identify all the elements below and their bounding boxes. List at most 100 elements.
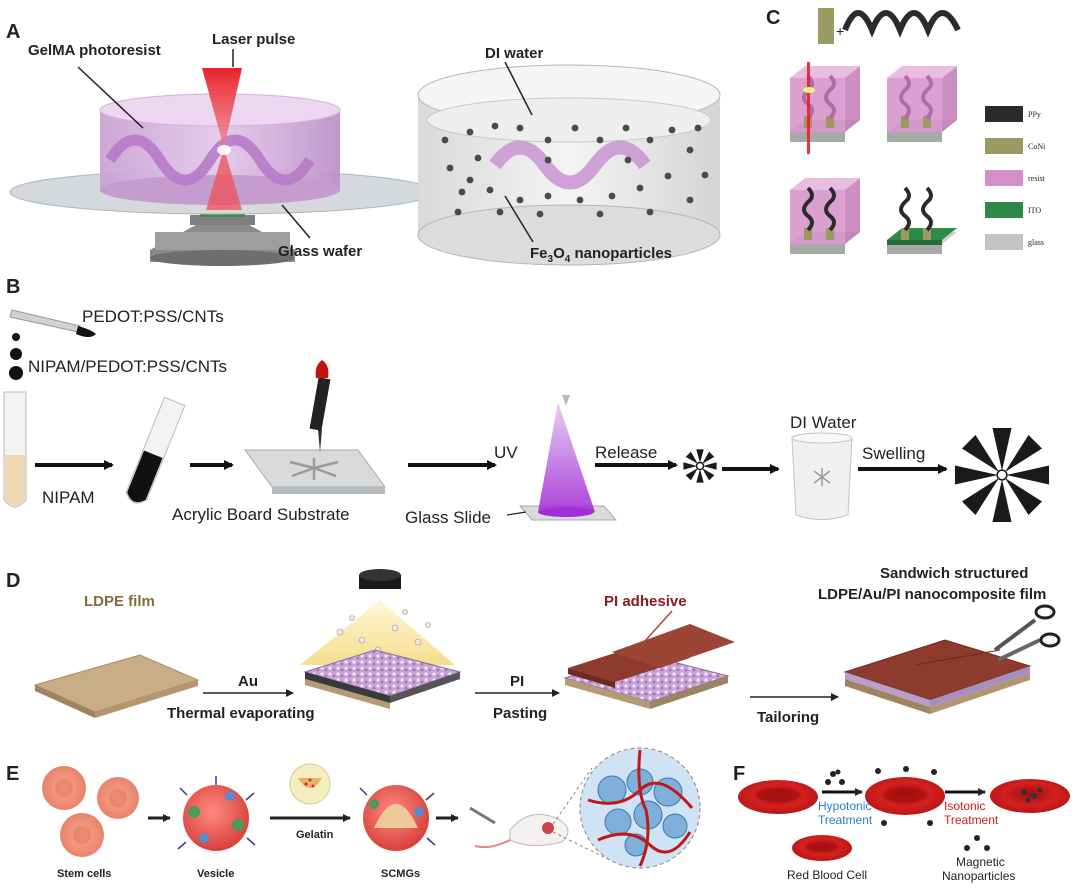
gripper-arm	[1006, 465, 1050, 485]
label-di-water-b: DI Water	[790, 413, 857, 432]
big-gripper	[954, 427, 1050, 523]
fe3o4-particle	[516, 124, 524, 132]
fe3o4-particle	[608, 192, 616, 200]
label-uv: UV	[494, 443, 518, 462]
legend-swatch	[985, 202, 1023, 218]
fe3o4-particle	[686, 196, 694, 204]
test-tube-mixture	[125, 396, 186, 504]
legend-item: resist	[985, 170, 1046, 186]
petri-dish	[417, 64, 721, 266]
fe3o4-particle	[466, 128, 474, 136]
panel-d: D LDPE film Au Thermal evaporating	[6, 565, 1061, 726]
ppy-helix	[842, 10, 961, 38]
panel-b: B PEDOT:PSS/CNTs NIPAM/PEDOT:PSS/CNTs NI…	[3, 276, 1050, 527]
label-pasting: Pasting	[493, 705, 547, 722]
panel-f: F Hypotonic Treatment Isotonic Treatment	[733, 763, 1070, 883]
gelatin-sphere	[289, 763, 331, 805]
plus-sign: +	[836, 23, 844, 39]
label-rbc: Red Blood Cell	[787, 868, 867, 882]
gripper-arm	[685, 468, 698, 481]
panel-d-letter: D	[6, 570, 20, 592]
particles-around	[875, 766, 937, 826]
label-laser: Laser pulse	[212, 31, 295, 48]
fe3o4-particle	[466, 176, 474, 184]
label-pi: PI	[510, 673, 524, 690]
fe3o4-particle	[668, 126, 676, 134]
label-hypotonic-1: Hypotonic	[818, 799, 871, 813]
sandwich-film	[843, 639, 1032, 714]
legend-label: resist	[1028, 174, 1046, 183]
tissue-zoom	[552, 747, 701, 869]
fe3o4-particle	[516, 196, 524, 204]
fe3o4-particle	[701, 171, 709, 179]
stem-cells	[42, 766, 139, 857]
fe3o4-particle	[544, 192, 552, 200]
fe3o4-particle	[544, 156, 552, 164]
label-vesicle: Vesicle	[197, 868, 234, 880]
label-nipam: NIPAM	[42, 488, 95, 507]
legend-swatch	[985, 170, 1023, 186]
panel-c-letter: C	[766, 7, 780, 29]
label-glass-wafer: Glass wafer	[278, 243, 362, 260]
rbc-loaded	[990, 779, 1070, 813]
c-cube	[790, 178, 860, 254]
c-cube	[790, 62, 860, 154]
dish-helix	[489, 140, 651, 190]
laser-beam	[202, 68, 242, 210]
legend-swatch	[985, 138, 1023, 154]
rbc-1	[738, 780, 818, 814]
fe3o4-particle	[544, 136, 552, 144]
fe3o4-particle	[496, 208, 504, 216]
fe3o4-particle	[622, 124, 630, 132]
gripper-arm	[685, 451, 698, 464]
gripper-arm	[683, 462, 697, 470]
panel-b-letter: B	[6, 276, 20, 298]
fe3o4-particle	[474, 154, 482, 162]
fe3o4-particle	[664, 172, 672, 180]
fe3o4-particle	[454, 208, 462, 216]
label-mag-1: Magnetic	[956, 855, 1005, 869]
helix-structure	[105, 134, 315, 186]
gelma-leader	[77, 66, 144, 129]
label-pedot: PEDOT:PSS/CNTs	[82, 307, 224, 326]
rbc-2	[865, 777, 945, 815]
legend-item: PPy	[985, 106, 1041, 122]
scmg	[359, 785, 436, 851]
scissors-icon	[993, 604, 1061, 662]
panel-a: A GelMA photoresist Laser pulse Glass wa…	[6, 21, 721, 266]
fe3o4-particle	[491, 122, 499, 130]
panel-f-letter: F	[733, 763, 745, 785]
gripper-arm	[1004, 477, 1043, 516]
fe3o4-particle	[441, 136, 449, 144]
evaporation-setup	[300, 569, 462, 709]
fe3o4-particle	[576, 196, 584, 204]
gripper-arm	[954, 465, 998, 485]
label-acrylic: Acrylic Board Substrate	[172, 505, 350, 524]
legend-item: glass	[985, 234, 1044, 250]
fe3o4-particle	[596, 210, 604, 218]
small-gripper	[683, 449, 717, 483]
glass-leader	[281, 204, 311, 239]
label-stem-cells: Stem cells	[57, 868, 111, 880]
panel-e: E Stem cells Vesicle	[6, 747, 701, 880]
fe3o4-particle	[636, 184, 644, 192]
legend-label: CoNi	[1028, 142, 1046, 151]
fe3o4-particle	[596, 136, 604, 144]
fe3o4-particle	[686, 146, 694, 154]
gripper-arm	[703, 462, 717, 470]
label-scmgs: SCMGs	[381, 868, 420, 880]
panel-e-letter: E	[6, 763, 19, 785]
mag-np-legend-icon	[964, 835, 990, 851]
microscope-objective	[150, 207, 295, 266]
beaker	[791, 432, 853, 520]
fe3o4-particle	[646, 208, 654, 216]
c-cube	[887, 186, 957, 254]
fe3o4-particle	[446, 164, 454, 172]
gripper-arm	[961, 434, 1000, 473]
c-cubes	[790, 62, 957, 254]
fe3o4-particle	[694, 124, 702, 132]
label-fe3o4: Fe3O4 nanoparticles	[530, 245, 672, 265]
gripper-arm	[1004, 434, 1043, 473]
